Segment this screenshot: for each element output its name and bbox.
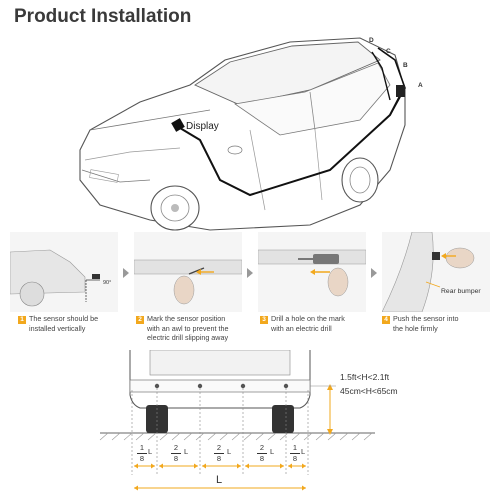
- frac-4-den: 8: [259, 454, 265, 463]
- frac-1-num: 1: [139, 443, 145, 452]
- step-1-number: 1: [18, 316, 26, 324]
- step-3-number: 3: [260, 316, 268, 324]
- step-4-number: 4: [382, 316, 390, 324]
- step-4-line-2: the hole firmly: [393, 324, 438, 333]
- step-2-line-3: electric drill slipping away: [147, 333, 229, 342]
- frac-3-num: 2: [216, 443, 222, 452]
- height-range-ft: 1.5ft<H<2.1ft: [340, 372, 390, 382]
- step-arrow-1: [123, 268, 129, 278]
- spacing-unit-3: L: [227, 447, 232, 456]
- spacing-unit-1: L: [148, 447, 153, 456]
- sensor-label-c: C: [386, 48, 391, 55]
- frac-5-den: 8: [292, 454, 298, 463]
- step-4-photo: [382, 232, 490, 312]
- frac-5-num: 1: [292, 443, 298, 452]
- step-3-line-1: Drill a hole on the mark: [271, 314, 345, 323]
- frac-3-den: 8: [216, 454, 222, 463]
- step-2-number: 2: [136, 316, 144, 324]
- step-2-photo: [134, 232, 242, 312]
- total-length-label: L: [216, 474, 223, 486]
- step-2-line-1: Mark the sensor position: [147, 314, 226, 323]
- rear-view-diagram: [99, 350, 375, 491]
- sensor-label-a: A: [418, 82, 423, 89]
- display-unit: [171, 118, 185, 132]
- display-label: Display: [186, 121, 219, 132]
- car-illustration: [79, 37, 406, 231]
- step-1-angle: 90°: [103, 280, 112, 286]
- spacing-unit-5: L: [301, 447, 306, 456]
- sensor-label-d: D: [369, 37, 374, 44]
- sensor-label-b: B: [403, 62, 408, 69]
- step-3-photo: [258, 232, 366, 312]
- step-1-photo: [10, 232, 118, 312]
- height-range-cm: 45cm<H<65cm: [340, 386, 398, 396]
- step-1-line-2: installed vertically: [29, 324, 86, 333]
- frac-2-num: 2: [173, 443, 179, 452]
- step-3-line-2: with an electric drill: [271, 324, 332, 333]
- step-arrow-2: [247, 268, 253, 278]
- frac-2-den: 8: [173, 454, 179, 463]
- page-title: Product Installation: [14, 6, 192, 27]
- frac-4-num: 2: [259, 443, 265, 452]
- step-4-line-1: Push the sensor into: [393, 314, 459, 323]
- step-1-line-1: The sensor should be: [29, 314, 99, 323]
- frac-1-den: 8: [139, 454, 145, 463]
- spacing-unit-2: L: [184, 447, 189, 456]
- step-4-callout: Rear bumper: [441, 288, 481, 295]
- spacing-unit-4: L: [270, 447, 275, 456]
- step-arrow-3: [371, 268, 377, 278]
- step-2-line-2: with an awl to prevent the: [147, 324, 229, 333]
